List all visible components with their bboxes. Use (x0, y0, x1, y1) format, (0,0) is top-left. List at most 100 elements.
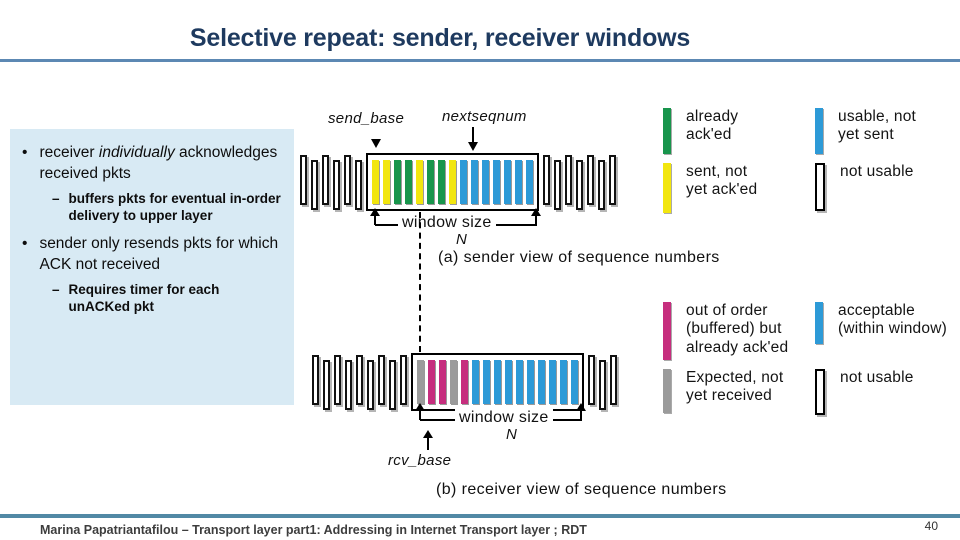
legend-label: not usable (840, 163, 914, 180)
sender-bars-left (300, 155, 362, 210)
seq-bar (526, 160, 533, 204)
window-right-arrow-stem (535, 214, 537, 225)
seq-bar (344, 155, 351, 205)
bullet-receiver: • receiver individually acknowledges rec… (22, 143, 284, 185)
sender-sequence-row (300, 152, 616, 212)
legend-item: not usable (815, 369, 960, 415)
footer-text: Marina Papatriantafilou – Transport laye… (40, 523, 587, 537)
sender-window-size-label: window size (398, 214, 496, 232)
seq-bar (493, 160, 500, 204)
seq-bar (383, 160, 390, 204)
page-number: 40 (924, 519, 938, 533)
seq-bar (560, 360, 567, 404)
legend-swatch-icon (815, 302, 823, 344)
seq-bar (482, 160, 489, 204)
subbullet-buffers: – buffers pkts for eventual in-order del… (52, 190, 284, 225)
seq-bar (355, 160, 362, 210)
send-base-label: send_base (328, 110, 405, 127)
legend-swatch-icon (663, 369, 671, 413)
seq-bar (527, 360, 534, 404)
seq-bar (345, 360, 352, 410)
sender-caption: (a) sender view of sequence numbers (438, 249, 720, 266)
seq-bar (322, 155, 329, 205)
seq-bar (516, 360, 523, 404)
dash-icon: – (52, 281, 60, 297)
seq-bar (450, 360, 457, 404)
seq-bar (389, 360, 396, 410)
receiver-window-size-label: window size (455, 409, 553, 427)
title-divider (0, 59, 960, 62)
seq-bar (599, 360, 606, 410)
seq-bar (538, 360, 545, 404)
legend-swatch-icon (663, 163, 671, 213)
receiver-bars-left (312, 355, 407, 410)
seq-bar (549, 360, 556, 404)
receiver-sequence-row (312, 352, 617, 412)
slide-title: Selective repeat: sender, receiver windo… (189, 24, 691, 52)
seq-bar (472, 360, 479, 404)
seq-bar (417, 360, 424, 404)
receiver-window-box (411, 353, 584, 411)
nextseqnum-arrow-icon (468, 142, 478, 151)
notes-panel: • receiver individually acknowledges rec… (10, 129, 294, 405)
seq-bar (483, 360, 490, 404)
window-left-arrow-stem (374, 214, 376, 225)
seq-bar (394, 160, 401, 204)
window-right-arrow-icon (531, 208, 541, 216)
seq-bar (609, 155, 616, 205)
receiver-bars-right (588, 355, 617, 410)
sender-bars-right (543, 155, 616, 210)
rcv-base-arrow-icon (423, 430, 433, 438)
seq-bar (610, 355, 617, 405)
bullet-sender-text: sender only resends pkts for which ACK n… (39, 234, 279, 273)
legend-swatch-icon (663, 302, 671, 360)
seq-bar (300, 155, 307, 205)
subbullet-timer: – Requires timer for each unACKed pkt (52, 281, 284, 316)
rcv-base-arrow-stem (427, 436, 429, 450)
seq-bar (405, 160, 412, 204)
seq-bar (311, 160, 318, 210)
nextseqnum-arrow-stem (472, 127, 474, 143)
bullet-icon: • (22, 144, 28, 161)
legend-swatch-icon (815, 369, 825, 415)
seq-bar (439, 360, 446, 404)
seq-bar (400, 355, 407, 405)
seq-bar (504, 160, 511, 204)
window-right-arrow-stem (580, 409, 582, 420)
seq-bar (554, 160, 561, 210)
seq-bar (427, 160, 434, 204)
seq-bar (494, 360, 501, 404)
seq-bar (312, 355, 319, 405)
seq-bar (460, 160, 467, 204)
legend-label: not usable (840, 369, 914, 386)
seq-bar (588, 355, 595, 405)
legend-item: not usable (815, 163, 960, 213)
receiver-window-n-label: N (506, 426, 518, 443)
base-alignment-dashed-line (419, 212, 421, 352)
seq-bar (505, 360, 512, 404)
send-base-pointer-icon (371, 139, 381, 148)
seq-bar (378, 355, 385, 405)
receiver-caption: (b) receiver view of sequence numbers (436, 481, 727, 498)
legend-swatch-icon (815, 163, 825, 211)
window-right-arrow-icon (576, 403, 586, 411)
legend-swatch-icon (815, 108, 823, 154)
seq-bar (471, 160, 478, 204)
seq-bar (334, 355, 341, 405)
window-left-arrow-stem (419, 409, 421, 420)
seq-bar (323, 360, 330, 410)
nextseqnum-label: nextseqnum (442, 108, 527, 125)
seq-bar (543, 155, 550, 205)
bullet-receiver-text: receiver individually acknowledges recei… (39, 144, 278, 182)
